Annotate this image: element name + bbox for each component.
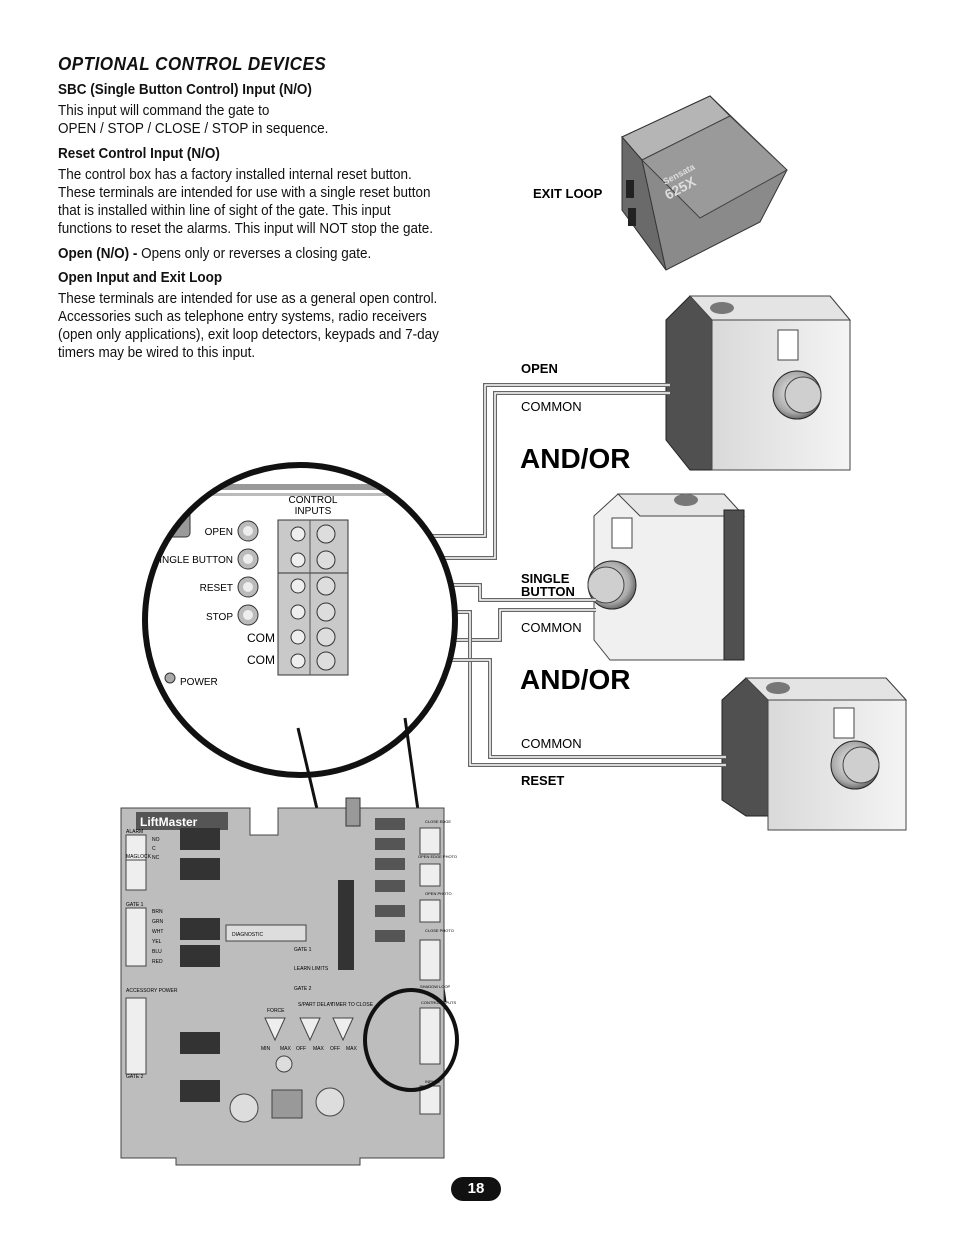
- board-terminal-label: YEL: [152, 939, 162, 945]
- exit-loop-label: EXIT LOOP: [533, 186, 603, 201]
- board-gate1: GATE 1: [294, 947, 312, 953]
- reset-line-1: The control box has a factory installed …: [58, 167, 412, 183]
- dial-label: MAX: [346, 1046, 358, 1052]
- board-right-label: OPEN EDGE PHOTO: [418, 854, 457, 859]
- board-right-label: SHADOW LOOP: [420, 984, 451, 989]
- board-switch-bank: [375, 818, 405, 942]
- common-label-3: COMMON: [521, 736, 582, 751]
- dial-label: MAX: [280, 1046, 292, 1052]
- reset-heading: Reset Control Input (N/O): [58, 146, 220, 162]
- sbc-line-2: OPEN / STOP / CLOSE / STOP in sequence.: [58, 121, 329, 137]
- zoom-open: OPEN: [205, 527, 233, 538]
- zoom-com-2: COM: [247, 653, 275, 667]
- page-number: 18: [451, 1177, 501, 1201]
- open-label: OPEN: [521, 361, 558, 376]
- board-right-label: CLOSE PHOTO: [425, 928, 454, 933]
- terminal-screws: [290, 524, 336, 671]
- button-box-single: [587, 493, 746, 661]
- board-timer: TIMER TO CLOSE: [331, 1002, 374, 1008]
- button-box-reset: [721, 677, 908, 831]
- dial-label: MAX: [313, 1046, 325, 1052]
- open-input-line-3: (open only applications), exit loop dete…: [58, 327, 439, 343]
- board-terminal-label: BLU: [152, 949, 162, 955]
- board-learn-limits: LEARN LIMITS: [294, 966, 329, 972]
- reset-line-4: functions to reset the alarms. This inpu…: [58, 221, 434, 237]
- sbc-heading: SBC (Single Button Control) Input (N/O): [58, 82, 312, 98]
- open-input-line-2: Accessories such as telephone entry syst…: [58, 309, 427, 325]
- open-input-heading: Open Input and Exit Loop: [58, 270, 223, 286]
- switch-icon: [628, 208, 636, 226]
- board-group-accessory: ACCESSORY POWER: [126, 988, 178, 994]
- reset-line-3: that is installed within line of sight o…: [58, 203, 391, 219]
- board-group-maglock: MAGLOCK: [126, 854, 152, 860]
- board-terminal-label: RED: [152, 959, 163, 965]
- switch-icon: [626, 180, 634, 198]
- board-gate2: GATE 2: [294, 986, 312, 992]
- reset-label: RESET: [521, 773, 564, 788]
- loop-detector: Sensata 625X: [621, 95, 788, 271]
- board-terminal-label: GRN: [152, 919, 164, 925]
- and-or-label-2: AND/OR: [520, 664, 630, 695]
- board-diagnostic: DIAGNOSTIC: [232, 932, 264, 938]
- zoom-stop: STOP: [206, 612, 233, 623]
- board-dials: [264, 1017, 354, 1042]
- board-delay: S/PART DELAY: [298, 1002, 334, 1008]
- board-right-label: OPEN PHOTO: [425, 891, 452, 896]
- zoom-single-button: SINGLE BUTTON: [153, 555, 233, 566]
- board-terminal-label: C: [152, 846, 156, 852]
- and-or-label-1: AND/OR: [520, 443, 630, 474]
- board-right-label: CLOSE EDGE: [425, 819, 451, 824]
- dial-label: OFF: [296, 1046, 306, 1052]
- board-highlight-circle: [363, 988, 459, 1092]
- open-input-line-4: timers may be wired to this input.: [58, 345, 256, 361]
- text-column: SBC (Single Button Control) Input (N/O) …: [58, 82, 478, 362]
- board-brand: LiftMaster: [140, 815, 198, 829]
- dial-label: MIN: [261, 1046, 271, 1052]
- open-input-line-1: These terminals are intended for use as …: [58, 291, 438, 307]
- button-box-open: [665, 295, 852, 471]
- section-title: OPTIONAL CONTROL DEVICES: [58, 54, 327, 74]
- zoom-com-1: COM: [247, 631, 275, 645]
- zoom-control-inputs-1: CONTROL: [289, 495, 338, 506]
- common-label-2: COMMON: [521, 620, 582, 635]
- common-label-1: COMMON: [521, 399, 582, 414]
- board-terminal-label: BRN: [152, 909, 163, 915]
- dial-label: OFF: [330, 1046, 340, 1052]
- board-terminal-label: NC: [152, 855, 160, 861]
- control-board: LiftMaster ALARM NO C NC MAGLOCK GATE 1 …: [120, 797, 457, 1166]
- zoom-power: POWER: [180, 677, 218, 688]
- single-button-label-2: BUTTON: [521, 584, 575, 599]
- zoom-control-inputs-2: INPUTS: [295, 506, 332, 517]
- open-bold: Open (N/O) -: [58, 246, 138, 262]
- board-terminal-label: NO: [152, 837, 160, 843]
- sbc-line-1: This input will command the gate to: [58, 103, 270, 119]
- zoom-circle: CONTROL INPUTS OPEN SINGLE BUTTON RESET …: [142, 462, 458, 778]
- board-terminal-label: WHT: [152, 929, 163, 935]
- board-group-gate2: GATE 2: [126, 1074, 144, 1080]
- single-button-label-1: SINGLE: [521, 571, 570, 586]
- zoom-reset: RESET: [200, 583, 233, 594]
- open-rest: Opens only or reverses a closing gate.: [137, 246, 372, 262]
- board-group-alarm: ALARM: [126, 829, 143, 835]
- led-indicators: [164, 520, 259, 684]
- reset-line-2: These terminals are intended for use wit…: [58, 185, 431, 201]
- board-group-gate1: GATE 1: [126, 902, 144, 908]
- board-right-label: INPUTS: [425, 1079, 440, 1084]
- board-force: FORCE: [267, 1008, 285, 1014]
- open-paragraph: Open (N/O) - Opens only or reverses a cl…: [58, 245, 449, 263]
